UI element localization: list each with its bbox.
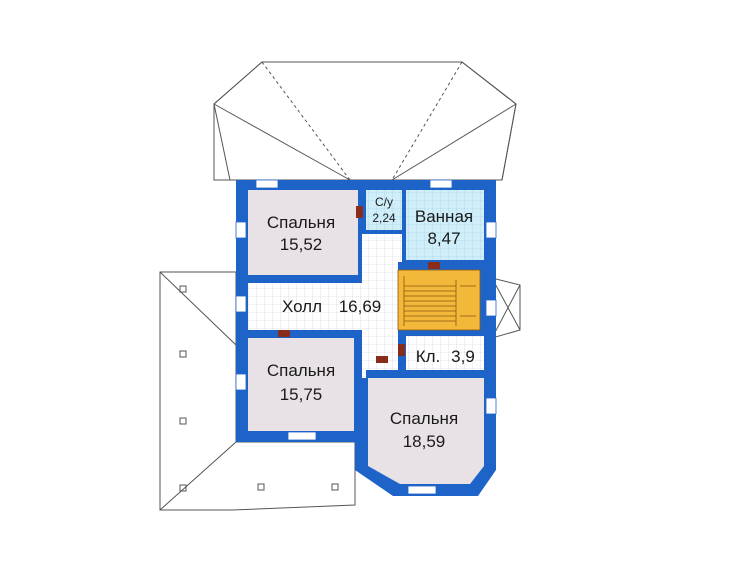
window bbox=[429, 179, 453, 189]
hall-area: 16,69 bbox=[339, 297, 382, 316]
window bbox=[255, 179, 279, 189]
door bbox=[278, 330, 290, 337]
bathroom-area: 8,47 bbox=[427, 229, 460, 248]
door bbox=[356, 206, 363, 218]
room-bedroom-2 bbox=[248, 338, 354, 431]
staircase bbox=[398, 270, 480, 330]
hall-name: Холл bbox=[282, 297, 322, 316]
room-bedroom-3 bbox=[368, 378, 484, 484]
window bbox=[407, 485, 437, 495]
door-marks bbox=[278, 206, 440, 363]
roof-top bbox=[213, 61, 517, 181]
window bbox=[485, 221, 497, 239]
bedroom-1-area: 15,52 bbox=[280, 235, 323, 254]
roof-right bbox=[491, 277, 521, 339]
door bbox=[428, 262, 440, 269]
pantry-name: Кл. bbox=[416, 347, 441, 366]
room-bedroom-1 bbox=[248, 190, 358, 275]
room-wc bbox=[366, 190, 402, 230]
stair-steps bbox=[397, 269, 481, 331]
room-labels: Спальня 15,52 С/у 2,24 Ванная 8,47 Холл … bbox=[267, 195, 475, 451]
door bbox=[398, 344, 405, 356]
rooms bbox=[248, 190, 484, 484]
window bbox=[485, 397, 497, 415]
windows bbox=[235, 179, 497, 495]
bedroom-1-name: Спальня bbox=[267, 213, 335, 232]
bedroom-2-name: Спальня bbox=[267, 361, 335, 380]
door bbox=[376, 356, 388, 363]
wc-name: С/у bbox=[375, 195, 393, 209]
window bbox=[235, 295, 247, 313]
bedroom-3-name: Спальня bbox=[390, 409, 458, 428]
pantry-area: 3,9 bbox=[451, 347, 475, 366]
bathroom-name: Ванная bbox=[415, 207, 473, 226]
bedroom-3-area: 18,59 bbox=[403, 432, 446, 451]
bedroom-2-area: 15,75 bbox=[280, 385, 323, 404]
room-hall bbox=[248, 234, 402, 378]
window bbox=[235, 221, 247, 239]
room-pantry bbox=[406, 336, 484, 370]
window bbox=[485, 299, 497, 317]
room-bathroom bbox=[406, 190, 484, 260]
window bbox=[235, 373, 247, 391]
window bbox=[287, 431, 317, 441]
wc-area: 2,24 bbox=[372, 211, 396, 225]
